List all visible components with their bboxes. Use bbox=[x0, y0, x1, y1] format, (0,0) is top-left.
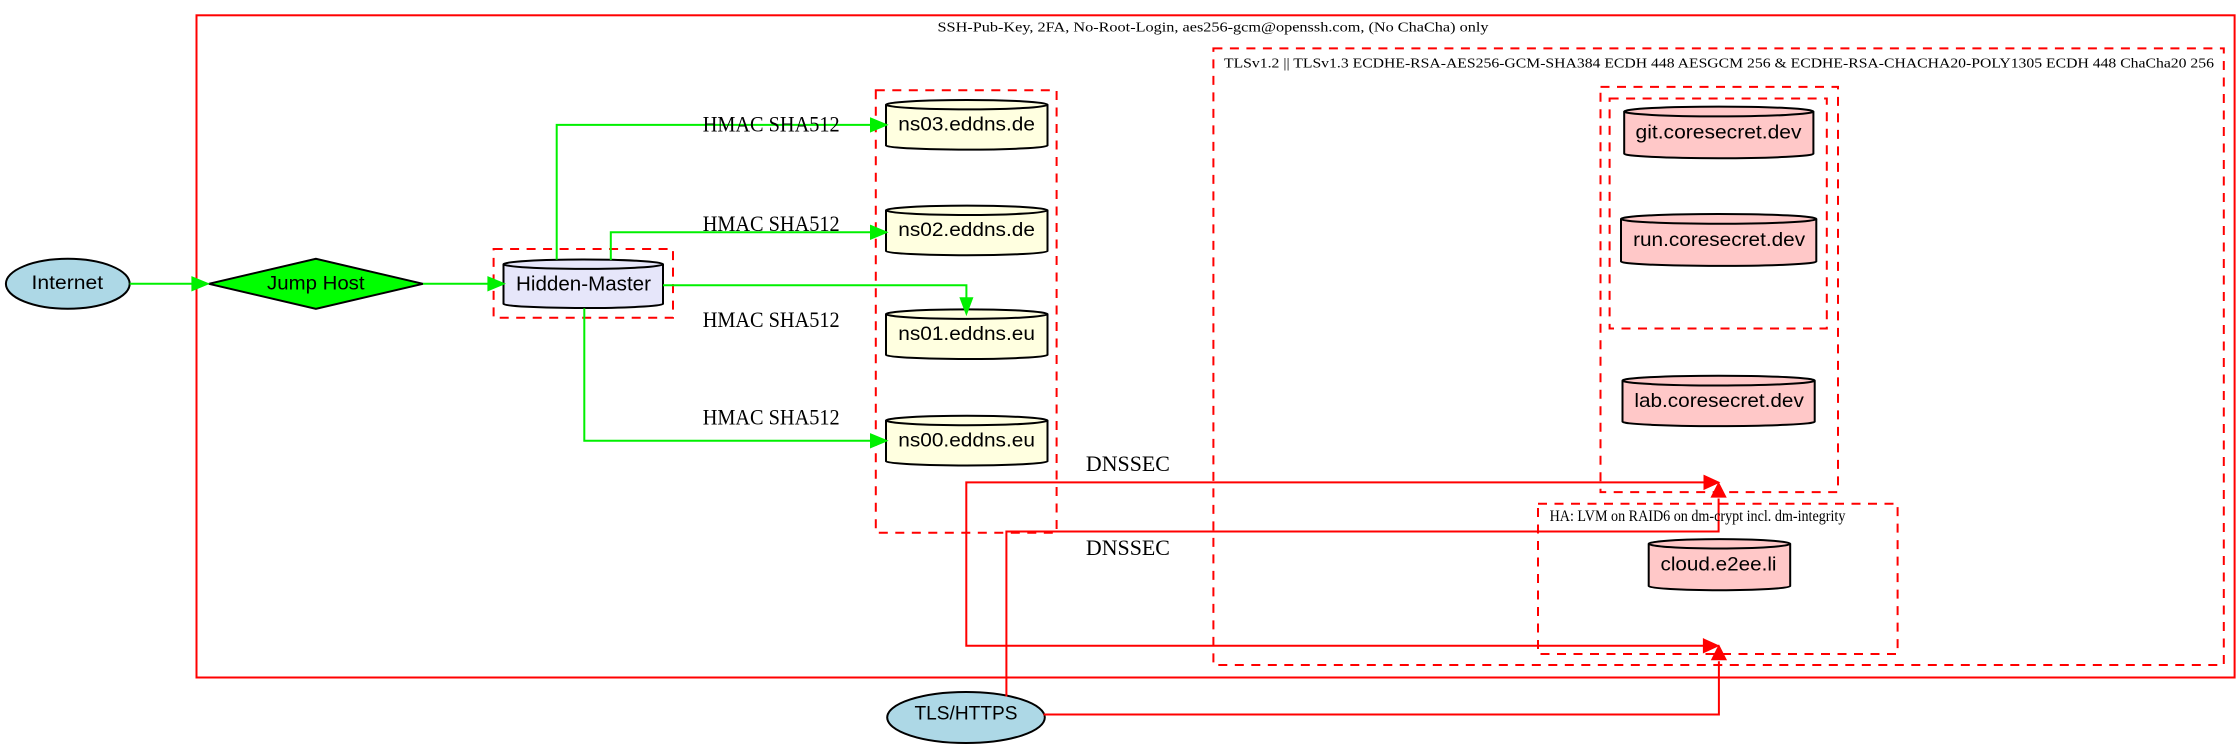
svg-text:ns02.eddns.de: ns02.eddns.de bbox=[898, 219, 1035, 241]
svg-text:Jump Host: Jump Host bbox=[267, 272, 365, 294]
svg-text:HA: LVM on RAID6 on dm-crypt i: HA: LVM on RAID6 on dm-crypt incl. dm-in… bbox=[1550, 508, 1846, 525]
svg-text:ns03.eddns.de: ns03.eddns.de bbox=[898, 114, 1035, 136]
svg-text:lab.coresecret.dev: lab.coresecret.dev bbox=[1634, 390, 1804, 412]
svg-text:HMAC SHA512: HMAC SHA512 bbox=[703, 405, 840, 430]
svg-text:Internet: Internet bbox=[32, 272, 104, 294]
svg-text:HMAC SHA512: HMAC SHA512 bbox=[703, 211, 840, 236]
svg-text:run.coresecret.dev: run.coresecret.dev bbox=[1633, 229, 1805, 251]
svg-text:ns00.eddns.eu: ns00.eddns.eu bbox=[898, 429, 1035, 451]
svg-text:HMAC SHA512: HMAC SHA512 bbox=[703, 112, 840, 137]
svg-text:TLSv1.2 || TLSv1.3 ECDHE-RSA-A: TLSv1.2 || TLSv1.3 ECDHE-RSA-AES256-GCM-… bbox=[1224, 56, 2214, 71]
svg-text:Hidden-Master: Hidden-Master bbox=[516, 273, 651, 296]
svg-text:ns01.eddns.eu: ns01.eddns.eu bbox=[898, 323, 1035, 345]
svg-text:TLS/HTTPS: TLS/HTTPS bbox=[915, 703, 1018, 725]
svg-text:DNSSEC: DNSSEC bbox=[1086, 535, 1170, 560]
svg-text:cloud.e2ee.li: cloud.e2ee.li bbox=[1661, 554, 1777, 576]
svg-text:DNSSEC: DNSSEC bbox=[1086, 451, 1170, 476]
svg-text:SSH-Pub-Key, 2FA, No-Root-Logi: SSH-Pub-Key, 2FA, No-Root-Login, aes256-… bbox=[938, 21, 1489, 36]
svg-text:git.coresecret.dev: git.coresecret.dev bbox=[1636, 121, 1802, 143]
svg-text:HMAC SHA512: HMAC SHA512 bbox=[703, 307, 840, 332]
